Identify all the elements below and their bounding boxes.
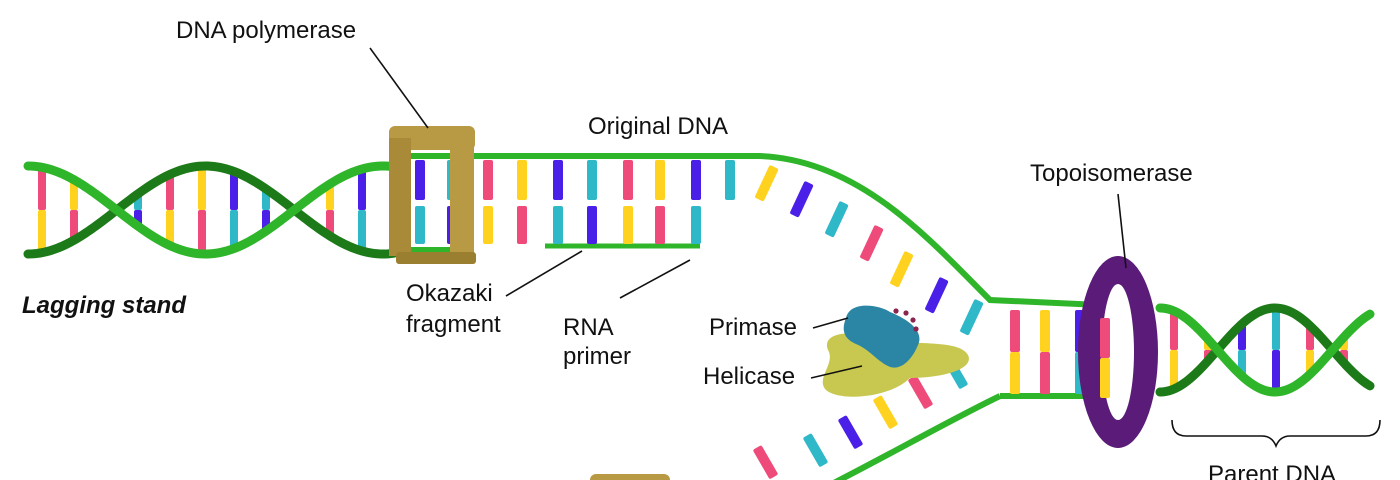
original-base-top xyxy=(691,160,701,200)
leading-base xyxy=(873,395,898,429)
label-rna-primer-line1: RNA xyxy=(563,314,614,341)
unwound-base xyxy=(960,299,984,336)
lagging-base-bottom xyxy=(691,206,701,244)
leader-okazaki xyxy=(505,250,583,297)
label-original-dna: Original DNA xyxy=(588,113,728,140)
left-helix-base-pair-bottom xyxy=(358,210,366,251)
labels: DNA polymerase Original DNA Topoisomeras… xyxy=(22,17,1336,480)
parent-helix-backbone-front xyxy=(1155,303,1375,397)
dna-polymerase-leg-left xyxy=(389,138,411,256)
original-base-top xyxy=(623,160,633,200)
left-helix-base-pair-top xyxy=(358,169,366,210)
original-base-top xyxy=(483,160,493,200)
label-okazaki-line1: Okazaki xyxy=(406,280,493,307)
left-helix-backbone-front xyxy=(23,161,399,259)
leading-strand xyxy=(833,393,1002,480)
primase-rna-dot xyxy=(913,326,919,332)
original-base-top xyxy=(587,160,597,200)
leader-dna-polymerase xyxy=(369,47,429,129)
leader-topoisomerase xyxy=(1117,193,1127,269)
primase-rna-dot xyxy=(893,308,899,314)
dna-helix-layer xyxy=(23,153,1375,480)
leading-base xyxy=(753,445,778,479)
primase-blob-icon xyxy=(843,305,920,368)
lagging-base-bottom xyxy=(415,206,425,244)
left-helix-base-pair-top xyxy=(70,179,78,210)
original-base-top xyxy=(415,160,425,200)
topoisomerase-base-through xyxy=(1100,358,1110,398)
label-dna-polymerase: DNA polymerase xyxy=(176,17,356,44)
original-base-top xyxy=(655,160,665,200)
unwound-base xyxy=(755,165,779,202)
leading-base xyxy=(803,433,828,467)
left-helix-backbone-back xyxy=(23,161,399,259)
leading-base xyxy=(908,375,933,409)
unwound-base xyxy=(925,277,949,314)
lagging-base-bottom xyxy=(483,206,493,244)
leading-base xyxy=(838,415,863,449)
label-rna-primer-line2: primer xyxy=(563,343,631,370)
original-base-top xyxy=(517,160,527,200)
leader-lines xyxy=(369,47,1381,449)
left-helix-base-pair-bottom xyxy=(230,210,238,249)
middle-base-bottom xyxy=(1010,352,1020,394)
left-helix-base-pair-top xyxy=(38,167,46,210)
parent-helix-base-pair-top xyxy=(1170,311,1178,350)
left-helix-base-pair-bottom xyxy=(38,210,46,253)
middle-base-top xyxy=(1040,310,1050,352)
lagging-base-bottom xyxy=(623,206,633,244)
dna-polymerase-base xyxy=(396,252,476,264)
lagging-base-bottom xyxy=(517,206,527,244)
label-helicase: Helicase xyxy=(703,363,795,390)
primase-rna-dot xyxy=(910,317,916,323)
lagging-base-bottom xyxy=(655,206,665,244)
label-primase: Primase xyxy=(709,314,797,341)
unwound-base xyxy=(860,225,884,262)
dna-polymerase-leg-right xyxy=(450,138,474,256)
left-helix-base-pair-top xyxy=(166,174,174,210)
left-helix-base-pair-top xyxy=(230,171,238,210)
parent-helix-base-pair-bottom xyxy=(1170,350,1178,389)
lagging-base-bottom xyxy=(553,206,563,244)
original-base-top xyxy=(553,160,563,200)
topoisomerase-base-through xyxy=(1100,318,1110,358)
original-base-top xyxy=(725,160,735,200)
left-helix-base-pair-bottom xyxy=(166,210,174,246)
parent-helix-base-pair-bottom xyxy=(1272,350,1280,392)
leader-rna-primer xyxy=(619,259,691,299)
leader-primase xyxy=(812,317,849,329)
lagging-base-bottom xyxy=(587,206,597,244)
left-helix-base-pair-top xyxy=(198,166,206,210)
leader-helicase xyxy=(810,365,863,379)
protein-layer xyxy=(389,126,1158,480)
original-strand-top xyxy=(395,153,1101,308)
unwound-base xyxy=(825,201,849,238)
left-helix-base-pair-bottom xyxy=(70,210,78,241)
parent-helix-base-pair-top xyxy=(1272,308,1280,350)
unwound-base xyxy=(890,251,914,288)
unwound-base xyxy=(790,181,814,218)
label-okazaki-line2: fragment xyxy=(406,311,501,338)
dna-polymerase-lower-icon xyxy=(590,474,670,480)
middle-base-top xyxy=(1010,310,1020,352)
label-topoisomerase: Topoisomerase xyxy=(1030,160,1193,187)
label-parent-dna: Parent DNA xyxy=(1208,461,1336,480)
parent-dna-brace xyxy=(1171,419,1381,449)
middle-base-bottom xyxy=(1040,352,1050,394)
primase-rna-dot xyxy=(903,310,909,316)
left-helix-base-pair-bottom xyxy=(198,210,206,254)
label-lagging-strand: Lagging stand xyxy=(22,292,187,319)
